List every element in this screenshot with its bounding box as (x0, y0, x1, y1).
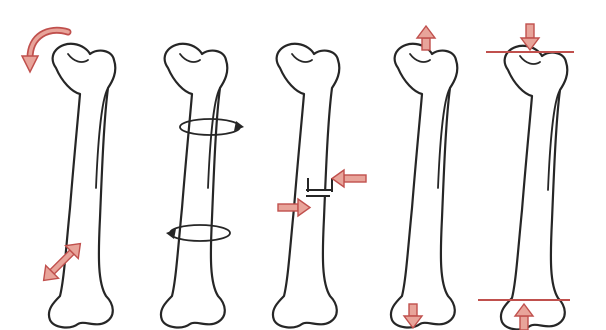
femur-bone-3 (273, 44, 339, 328)
femur-bone-4 (391, 44, 457, 328)
panel-compression (501, 46, 567, 330)
shear-arrow-right (332, 170, 366, 187)
femur-bone-1 (49, 44, 115, 328)
panel-axial-rotation (161, 44, 227, 328)
panel-rotation-of-head (49, 44, 115, 328)
femur-bone-5 (501, 46, 567, 330)
panel-transverse-shear (273, 44, 340, 328)
femur-bone-2 (161, 44, 227, 328)
panel-tension (391, 44, 457, 328)
